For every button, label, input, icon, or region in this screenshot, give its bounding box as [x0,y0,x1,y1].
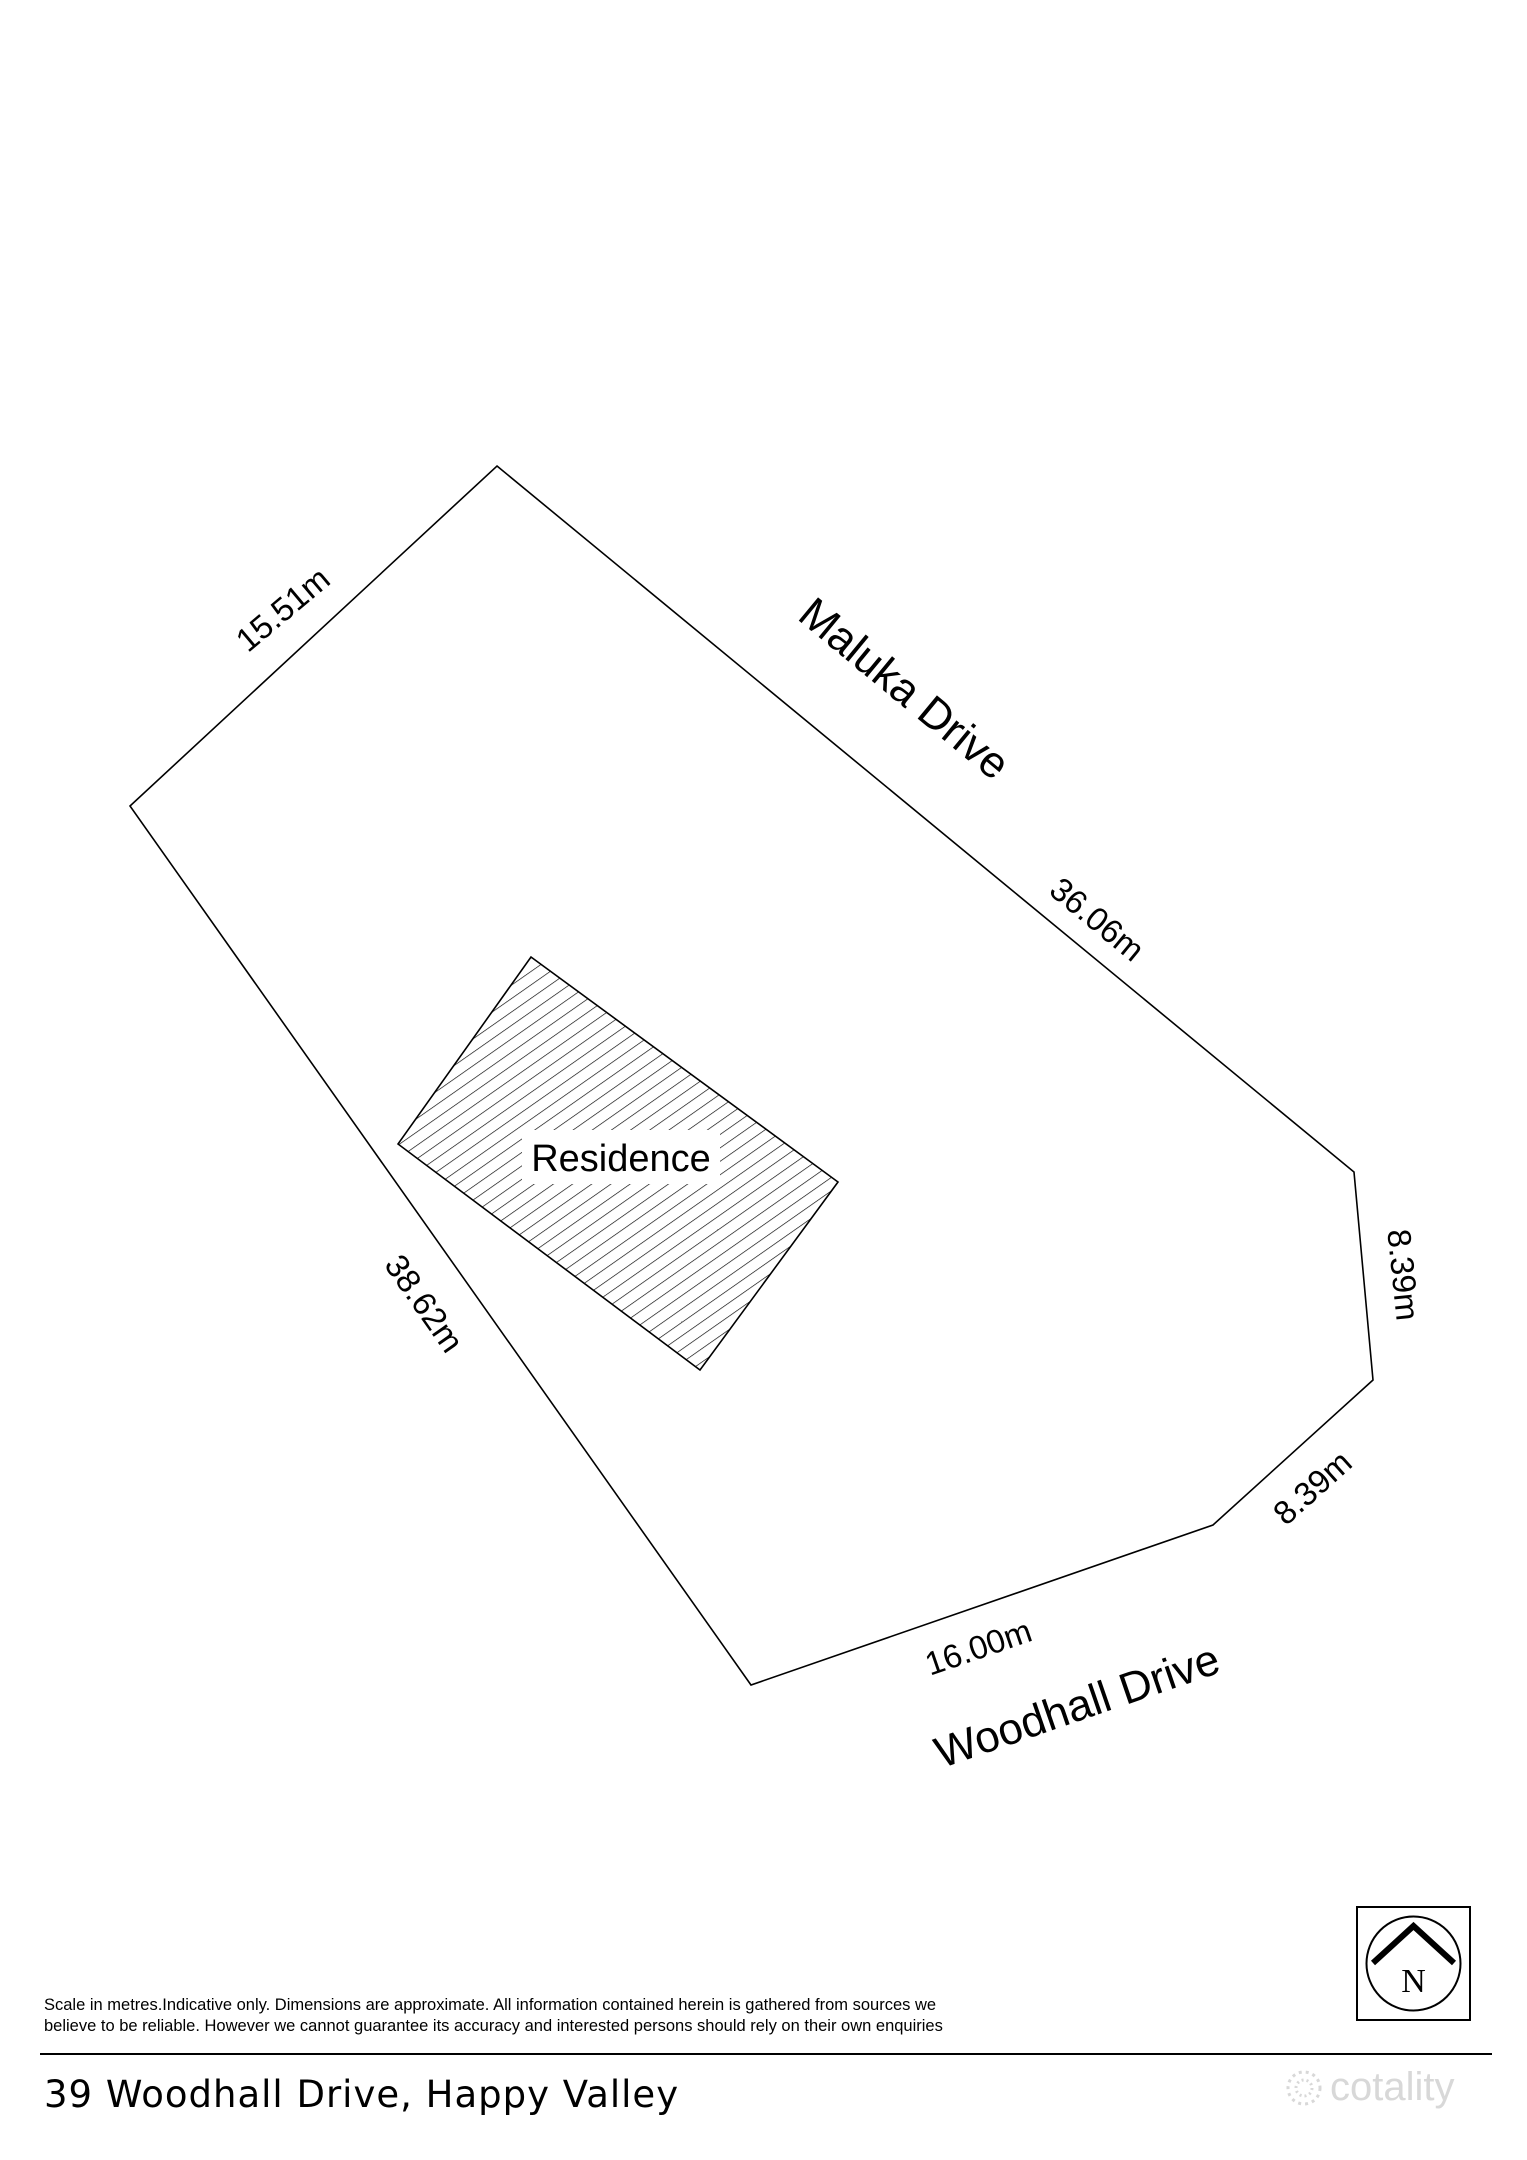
brand-watermark: cotality [1282,2065,1492,2111]
lot-boundary [128,464,1374,1686]
residence-label-background [522,1130,720,1184]
footer-divider [40,2053,1492,2055]
disclaimer: Scale in metres.Indicative only. Dimensi… [44,1995,1044,2037]
dimension-east-upper: 8.39m [1380,1227,1426,1322]
dimension-northeast: 36.06m [1043,870,1151,969]
residence-label: Residence [531,1138,711,1180]
compass-letter: N [1401,1963,1426,2000]
dimension-east-lower: 8.39m [1266,1443,1359,1532]
street-maluka-drive: Maluka Drive [790,588,1019,789]
disclaimer-line-1: Scale in metres.Indicative only. Dimensi… [44,1996,937,2014]
dimension-west: 38.62m [378,1248,471,1359]
north-arrow-icon: N [1356,1906,1471,2021]
property-address: 39 Woodhall Drive, Happy Valley [44,2073,680,2116]
dimension-south: 16.00m [920,1612,1036,1683]
brand-name: cotality [1330,2065,1455,2109]
brand-logo-icon [1286,2070,1322,2106]
dimension-northwest: 15.51m [229,560,337,659]
disclaimer-line-2: believe to be reliable. However we canno… [44,2017,943,2035]
